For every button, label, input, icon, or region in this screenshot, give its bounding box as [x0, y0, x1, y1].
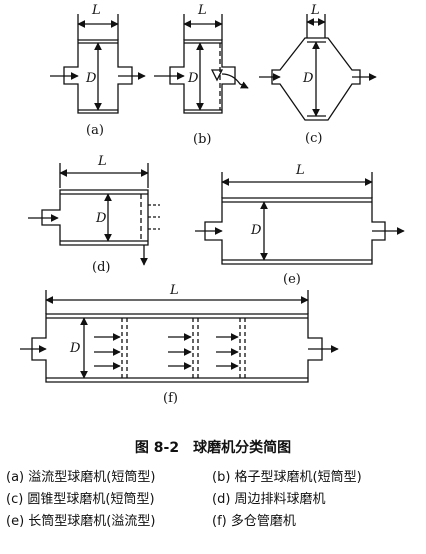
mill-d — [28, 163, 160, 266]
diam-label-b: D — [187, 71, 199, 86]
dim-label-c: L — [310, 3, 320, 18]
legend-row: (e) 长筒型球磨机(溢流型) (f) 多仓管磨机 — [6, 510, 422, 532]
mill-f-dimension — [45, 290, 309, 314]
mill-e — [195, 172, 405, 265]
mill-f — [20, 290, 339, 383]
legend-item-e: (e) 长筒型球磨机(溢流型) — [6, 514, 156, 529]
dim-label-f: L — [169, 283, 179, 298]
mill-c-shell — [271, 37, 361, 121]
diam-label-e: D — [250, 223, 262, 238]
legend-item-f: (f) 多仓管磨机 — [212, 514, 296, 529]
legend-item-d: (d) 周边排料球磨机 — [212, 492, 326, 507]
dim-label-d: L — [97, 154, 107, 169]
ball-mill-diagram: L L L L L L D D D D D D (a) (b) (c) (d) … — [20, 3, 405, 406]
diam-label-c: D — [302, 71, 314, 86]
diam-label-d: D — [95, 211, 107, 226]
partition-2 — [192, 318, 199, 378]
dim-label-b: L — [197, 3, 207, 18]
grate-triangle — [210, 69, 224, 82]
panel-label-d: (d) — [92, 260, 110, 275]
legend-item-a: (a) 溢流型球磨机(短筒型) — [6, 470, 156, 485]
diam-label-f: D — [69, 341, 81, 356]
mill-d-shell — [41, 189, 149, 246]
panel-label-c: (c) — [305, 131, 322, 146]
mill-c — [259, 14, 377, 121]
dim-label-a: L — [91, 3, 101, 18]
figure-caption: 图 8-2 球磨机分类简图 — [134, 440, 292, 456]
mill-b-dimension — [183, 14, 223, 40]
legend-row: (a) 溢流型球磨机(短筒型) (b) 格子型球磨机(短筒型) — [6, 466, 422, 488]
partition-1 — [121, 318, 128, 378]
flow-arrows — [94, 333, 239, 370]
dim-label-e: L — [295, 163, 305, 178]
mill-a-shell — [63, 39, 133, 114]
mill-a-dimension — [77, 14, 119, 40]
mill-e-shell — [204, 197, 386, 265]
partition-3 — [239, 318, 246, 378]
mill-b — [154, 14, 249, 114]
diam-label-a: D — [85, 71, 97, 86]
mill-b-shell — [169, 39, 236, 114]
mill-a — [50, 14, 146, 114]
panel-label-a: (a) — [86, 123, 104, 138]
legend-item-b: (b) 格子型球磨机(短筒型) — [212, 470, 362, 485]
legend-item-c: (c) 圆锥型球磨机(短筒型) — [6, 492, 155, 507]
mill-f-shell — [31, 313, 323, 383]
panel-label-f: (f) — [163, 391, 178, 406]
panel-label-e: (e) — [283, 272, 301, 287]
mill-e-dimension — [221, 172, 373, 198]
mill-d-dimension — [59, 163, 149, 188]
legend-row: (c) 圆锥型球磨机(短筒型) (d) 周边排料球磨机 — [6, 488, 422, 510]
legend: (a) 溢流型球磨机(短筒型) (b) 格子型球磨机(短筒型) (c) 圆锥型球… — [6, 466, 422, 532]
mill-c-dimension — [306, 14, 326, 38]
panel-label-b: (b) — [193, 132, 211, 147]
